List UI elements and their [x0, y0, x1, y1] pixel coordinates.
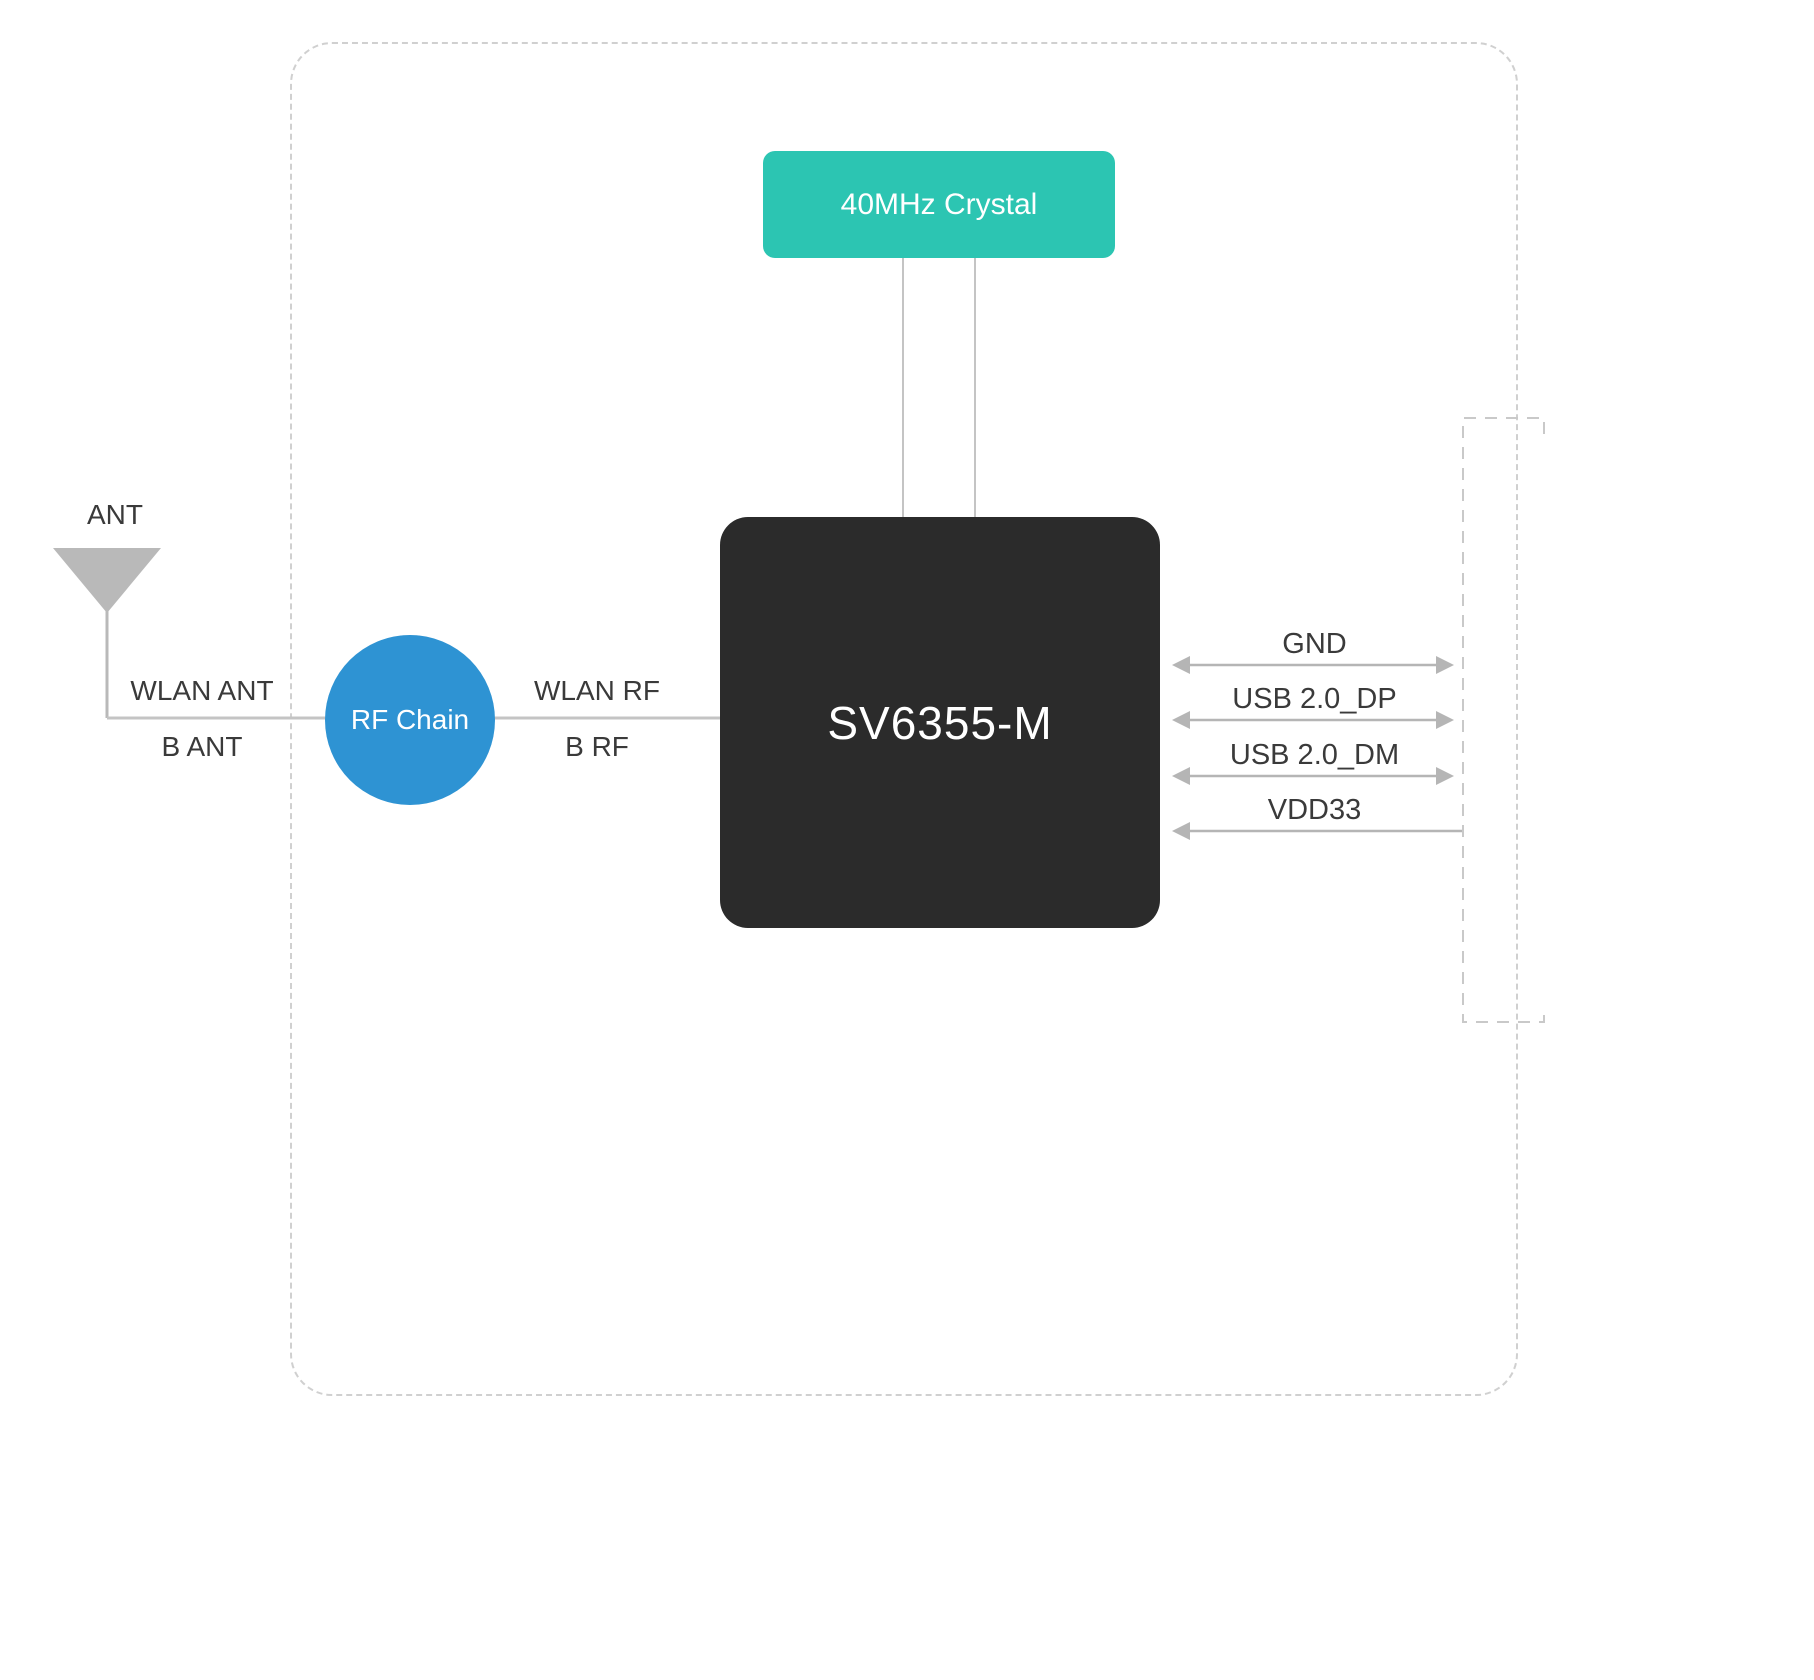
- wlan-ant-label: WLAN ANT: [130, 675, 274, 706]
- rf-chain-label: RF Chain: [350, 704, 470, 735]
- antenna-label: ANT: [87, 499, 143, 530]
- signal-label-usb-dm: USB 2.0_DM: [1229, 739, 1400, 771]
- antenna-icon: [53, 548, 161, 718]
- signal-label-usb-dp: USB 2.0_DP: [1232, 683, 1397, 715]
- arrow-usb-dm: [1172, 767, 1454, 785]
- b-rf-label: B RF: [565, 731, 629, 762]
- b-ant-label: B ANT: [161, 731, 243, 762]
- chip-label: SV6355-M: [827, 696, 1053, 749]
- host-connector-bracket: [1462, 417, 1545, 1023]
- signal-label-gnd: GND: [1282, 628, 1347, 660]
- signal-label-vdd33: VDD33: [1267, 794, 1362, 826]
- crystal-label: 40MHz Crystal: [840, 187, 1038, 221]
- arrow-usb-dp: [1172, 711, 1454, 729]
- arrow-gnd: [1172, 656, 1454, 674]
- arrow-vdd33: [1172, 822, 1463, 840]
- rf-chain-node: RF Chain: [325, 635, 495, 805]
- wlan-rf-label: WLAN RF: [534, 675, 660, 706]
- chip-block: SV6355-M: [720, 517, 1160, 928]
- crystal-block: 40MHz Crystal: [763, 151, 1115, 258]
